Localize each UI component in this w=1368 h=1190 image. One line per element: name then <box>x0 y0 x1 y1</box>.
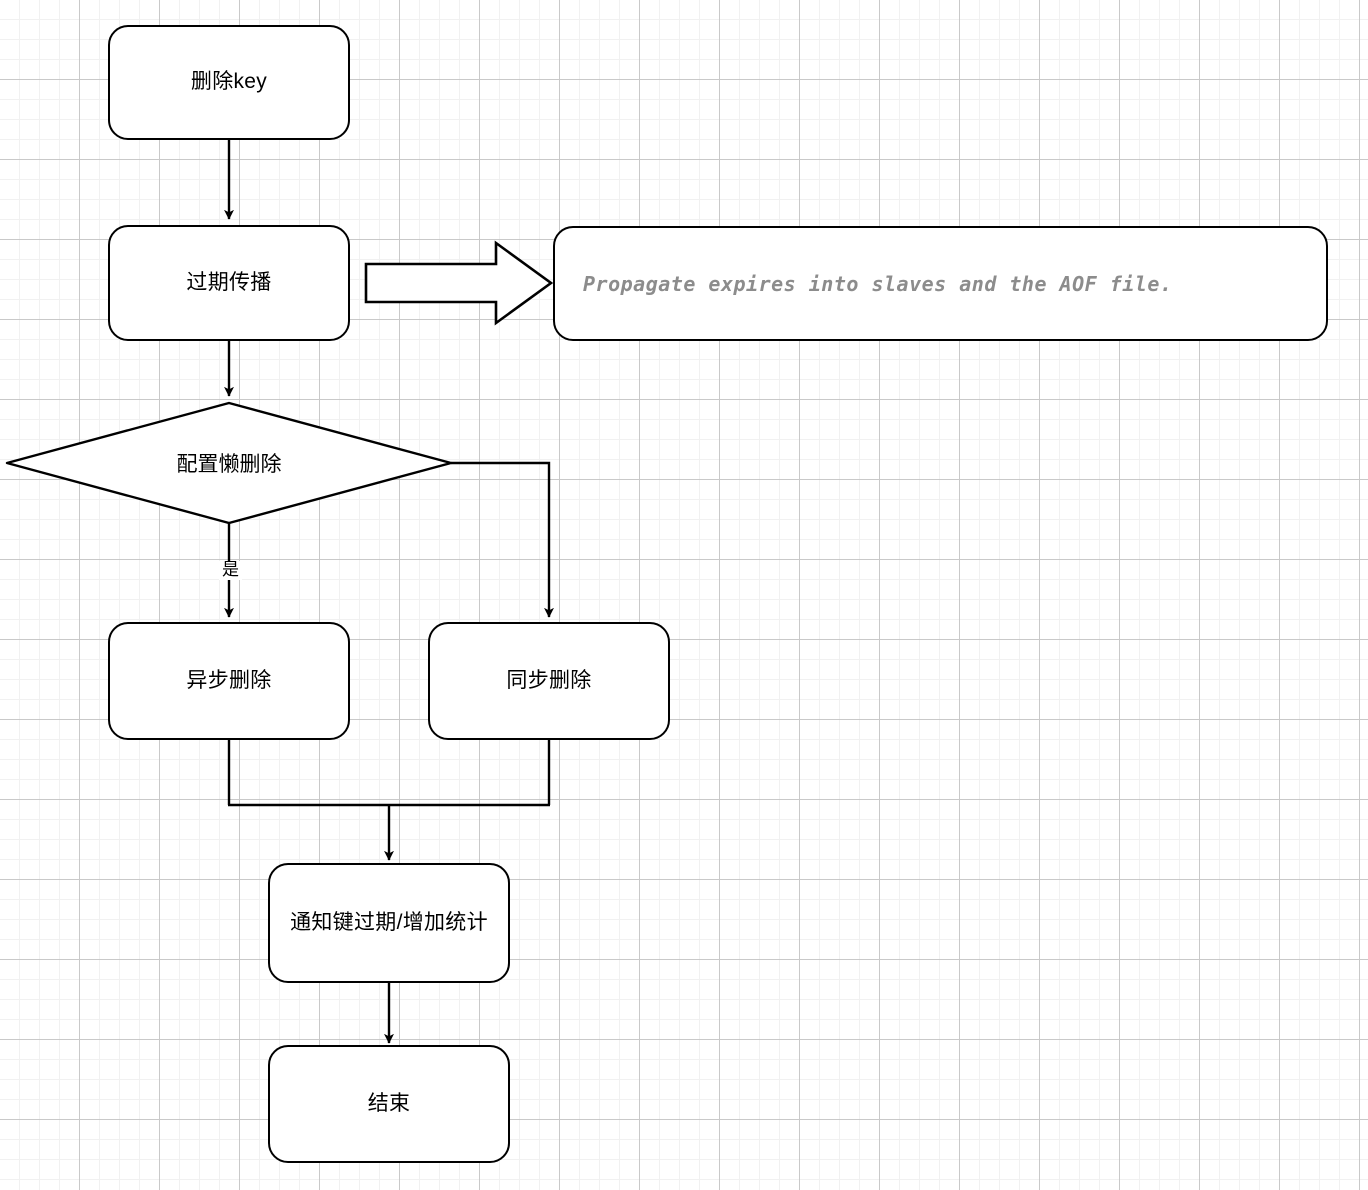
node-delete-key[interactable]: 删除key <box>108 25 350 140</box>
node-delete-key-label: 删除key <box>190 70 268 94</box>
note-propagate-expires: Propagate expires into slaves and the AO… <box>553 226 1328 341</box>
node-config-lazy-free[interactable]: 配置懒删除 <box>7 403 451 523</box>
node-config-lazy-free-label: 配置懒删除 <box>176 453 282 476</box>
node-sync-delete-label: 同步删除 <box>506 668 592 692</box>
node-async-delete[interactable]: 异步删除 <box>108 622 350 740</box>
edge-propagate-to-note-block-arrow <box>364 240 554 326</box>
node-notify-and-stats-label: 通知键过期/增加统计 <box>290 910 488 934</box>
node-propagate-expire[interactable]: 过期传播 <box>108 225 350 341</box>
node-propagate-expire-label: 过期传播 <box>186 270 272 294</box>
edge-config-to-sync <box>451 461 554 618</box>
node-end[interactable]: 结束 <box>268 1045 510 1163</box>
node-async-delete-label: 异步删除 <box>186 668 272 692</box>
note-propagate-expires-text: Propagate expires into slaves and the AO… <box>583 271 1173 296</box>
node-sync-delete[interactable]: 同步删除 <box>428 622 670 740</box>
node-end-label: 结束 <box>367 1091 411 1115</box>
edge-label-yes: 是 <box>219 560 242 580</box>
edge-label-yes-text: 是 <box>222 560 239 579</box>
node-notify-and-stats[interactable]: 通知键过期/增加统计 <box>268 863 510 983</box>
